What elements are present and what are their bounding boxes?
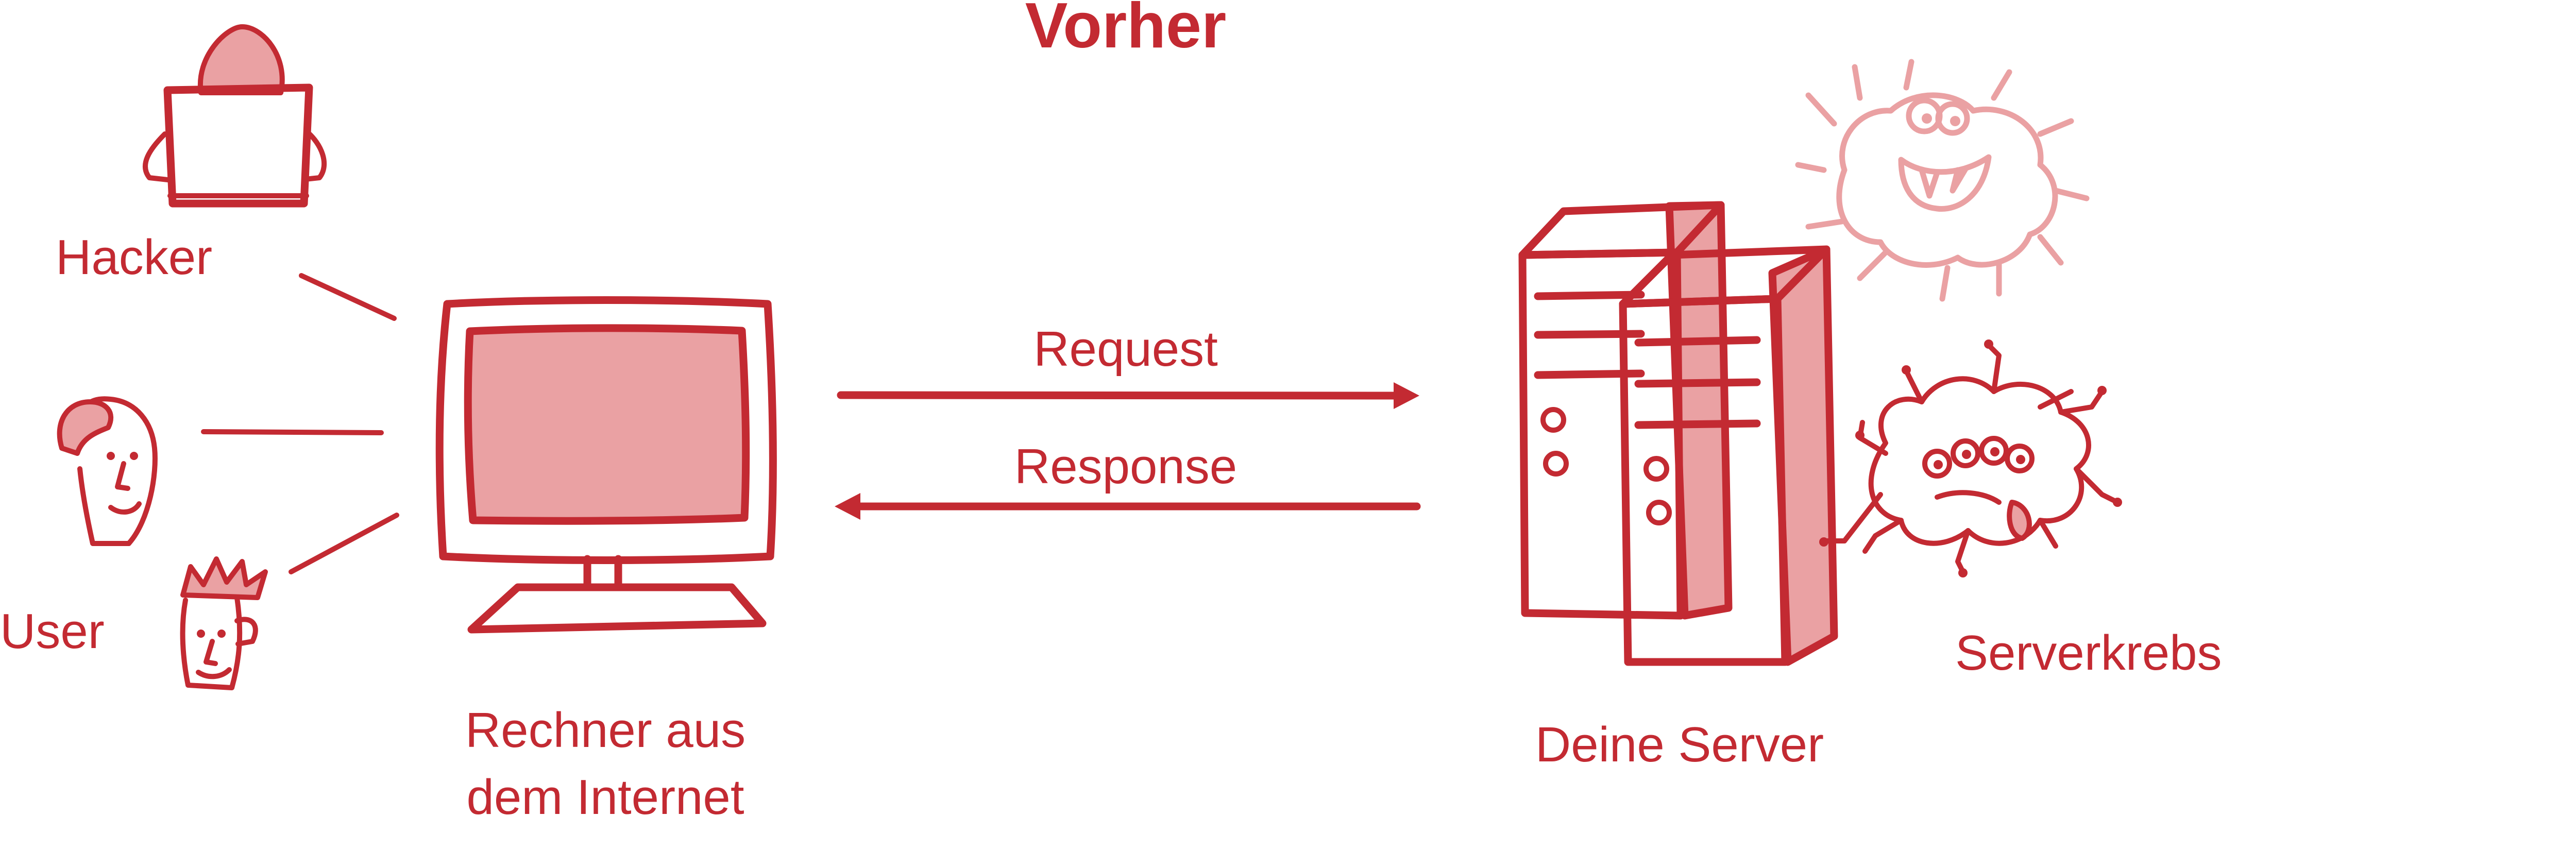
computer-label-line2: dem Internet <box>467 770 744 825</box>
computer-icon <box>435 296 777 634</box>
response-label: Response <box>1014 439 1237 494</box>
server-icon <box>1518 201 1838 666</box>
computer-label-line1: Rechner aus <box>465 703 745 758</box>
user-connection-line-1 <box>201 429 384 435</box>
server-cancer-label: Serverkrebs <box>1955 625 2222 681</box>
user-face-male-icon <box>180 556 268 690</box>
hacker-icon <box>142 24 327 208</box>
response-arrow <box>835 493 1421 520</box>
server-cancer-icon <box>1819 339 2122 577</box>
request-label: Request <box>1033 321 1218 377</box>
user-face-female-icon <box>57 396 158 546</box>
ghost-monster-icon <box>1795 59 2090 302</box>
user-label: User <box>0 604 105 659</box>
hacker-connection-line <box>299 273 397 321</box>
user-connection-line-2 <box>289 513 399 574</box>
diagram-title: Vorher <box>1025 0 1226 61</box>
hacker-label: Hacker <box>56 230 212 285</box>
server-label: Deine Server <box>1535 717 1824 772</box>
request-arrow <box>837 382 1419 409</box>
